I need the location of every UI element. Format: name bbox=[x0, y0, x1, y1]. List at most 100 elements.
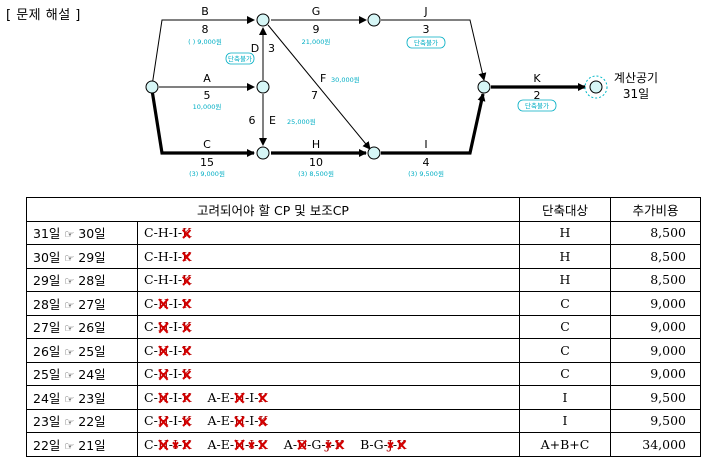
path-separator: - bbox=[177, 295, 183, 311]
activity-a-duration: 5 bbox=[204, 89, 211, 102]
crossed-activity: H bbox=[234, 389, 246, 405]
crash-target-cell: H bbox=[519, 220, 611, 245]
step-from: 27일 bbox=[33, 320, 61, 336]
activity-d-name: D bbox=[251, 42, 259, 55]
path-separator: - bbox=[168, 272, 173, 288]
crossed-activity: H bbox=[157, 342, 169, 358]
crash-target-cell: I bbox=[519, 385, 611, 410]
crossed-activity: K bbox=[182, 272, 192, 288]
path-activity: C bbox=[144, 413, 154, 429]
path-activity: I bbox=[172, 248, 178, 264]
activity-e-note: 25,000원 bbox=[287, 117, 316, 126]
path-separator: - bbox=[177, 272, 183, 288]
path-activity: H bbox=[157, 225, 169, 241]
path-separator: - bbox=[168, 389, 173, 405]
path-activity: C bbox=[144, 342, 154, 358]
path-activity: C bbox=[144, 366, 154, 382]
edge-i bbox=[381, 93, 486, 155]
step-from: 29일 bbox=[33, 273, 61, 289]
path-separator: - bbox=[177, 225, 183, 241]
node-merge bbox=[477, 80, 491, 94]
activity-h-note: (3) 8,500원 bbox=[298, 169, 334, 178]
crossed-activity: K bbox=[182, 319, 192, 335]
path-separator: - bbox=[168, 413, 173, 429]
activity-d-note-box bbox=[225, 52, 255, 65]
activity-g-duration: 9 bbox=[313, 23, 320, 36]
step-to: 27일 bbox=[78, 296, 106, 312]
crossed-activity: K bbox=[182, 366, 192, 382]
header-additional-cost: 추가비용 bbox=[610, 197, 701, 222]
crossed-activity: K bbox=[182, 295, 192, 311]
activity-e-duration: 6 bbox=[249, 114, 256, 127]
path: C-H-I-K bbox=[144, 390, 191, 405]
crossed-activity: H bbox=[234, 413, 246, 429]
project-duration-label: 계산공기 bbox=[614, 71, 658, 85]
path: C-H-I-K bbox=[144, 296, 191, 311]
critical-paths-cell: C-H-I-K bbox=[137, 267, 520, 292]
step-to: 23일 bbox=[78, 390, 106, 406]
crossed-activity: K bbox=[182, 248, 192, 264]
step-to: 26일 bbox=[78, 320, 106, 336]
path-activity: C bbox=[144, 225, 154, 241]
path-activity: G bbox=[373, 436, 384, 452]
crash-target-cell: C bbox=[519, 314, 611, 339]
crash-target-cell: H bbox=[519, 267, 611, 292]
path-separator: - bbox=[168, 248, 173, 264]
activity-k-note: 단축불가 bbox=[525, 101, 549, 110]
path-activity: A bbox=[207, 389, 217, 405]
path-separator: - bbox=[369, 436, 374, 452]
pointing-hand-icon: ☞ bbox=[64, 251, 75, 265]
step-cell: 28일☞27일 bbox=[26, 291, 138, 316]
pointing-hand-icon: ☞ bbox=[64, 345, 75, 359]
path: C-H-I-K bbox=[144, 343, 191, 358]
path-separator: - bbox=[216, 389, 221, 405]
path-activity: H bbox=[157, 272, 169, 288]
path: A-E-H-I-K bbox=[207, 437, 267, 452]
crossed-activity: K bbox=[182, 342, 192, 358]
activity-i-name: I bbox=[424, 138, 427, 151]
path-separator: - bbox=[153, 413, 158, 429]
additional-cost-cell: 34,000 bbox=[610, 432, 701, 457]
path-activity: I bbox=[172, 272, 178, 288]
path-separator: - bbox=[153, 295, 158, 311]
path-separator: - bbox=[229, 413, 235, 429]
network-diagram: B 8 G 9 J 3 D 3 A 5 F 7 6 E K 2 C 15 H 1… bbox=[145, 5, 658, 178]
additional-cost-cell: 8,500 bbox=[610, 244, 701, 269]
crossed-activity: K bbox=[258, 436, 268, 452]
path-separator: - bbox=[216, 413, 221, 429]
path-separator: - bbox=[168, 436, 173, 452]
critical-paths-cell: C-H-I-K bbox=[137, 361, 520, 386]
activity-j-note-box bbox=[406, 36, 446, 49]
step-cell: 29일☞28일 bbox=[26, 267, 138, 292]
crossed-activity: H bbox=[157, 389, 169, 405]
path-separator: - bbox=[177, 389, 183, 405]
activity-d-note: 단축불가 bbox=[228, 54, 252, 63]
step-cell: 22일☞21일 bbox=[26, 432, 138, 457]
additional-cost-cell: 9,000 bbox=[610, 361, 701, 386]
path-separator: - bbox=[177, 366, 183, 382]
path-activity: I bbox=[172, 413, 178, 429]
path-activity: C bbox=[144, 295, 154, 311]
path-activity: E bbox=[220, 389, 230, 405]
activity-k-note-box bbox=[517, 99, 557, 112]
path-separator: - bbox=[153, 366, 158, 382]
step-cell: 25일☞24일 bbox=[26, 361, 138, 386]
crossed-activity: D bbox=[297, 436, 308, 452]
path: C-H-I-K bbox=[144, 319, 191, 334]
step-to: 24일 bbox=[78, 367, 106, 383]
path-separator: - bbox=[321, 436, 326, 452]
path-separator: - bbox=[177, 248, 183, 264]
step-cell: 30일☞29일 bbox=[26, 244, 138, 269]
path-activity: E bbox=[220, 413, 230, 429]
crossed-activity: H bbox=[157, 436, 169, 452]
path-separator: - bbox=[177, 342, 183, 358]
step-from: 26일 bbox=[33, 343, 61, 359]
pointing-hand-icon: ☞ bbox=[64, 416, 75, 430]
crash-target-cell: C bbox=[519, 338, 611, 363]
